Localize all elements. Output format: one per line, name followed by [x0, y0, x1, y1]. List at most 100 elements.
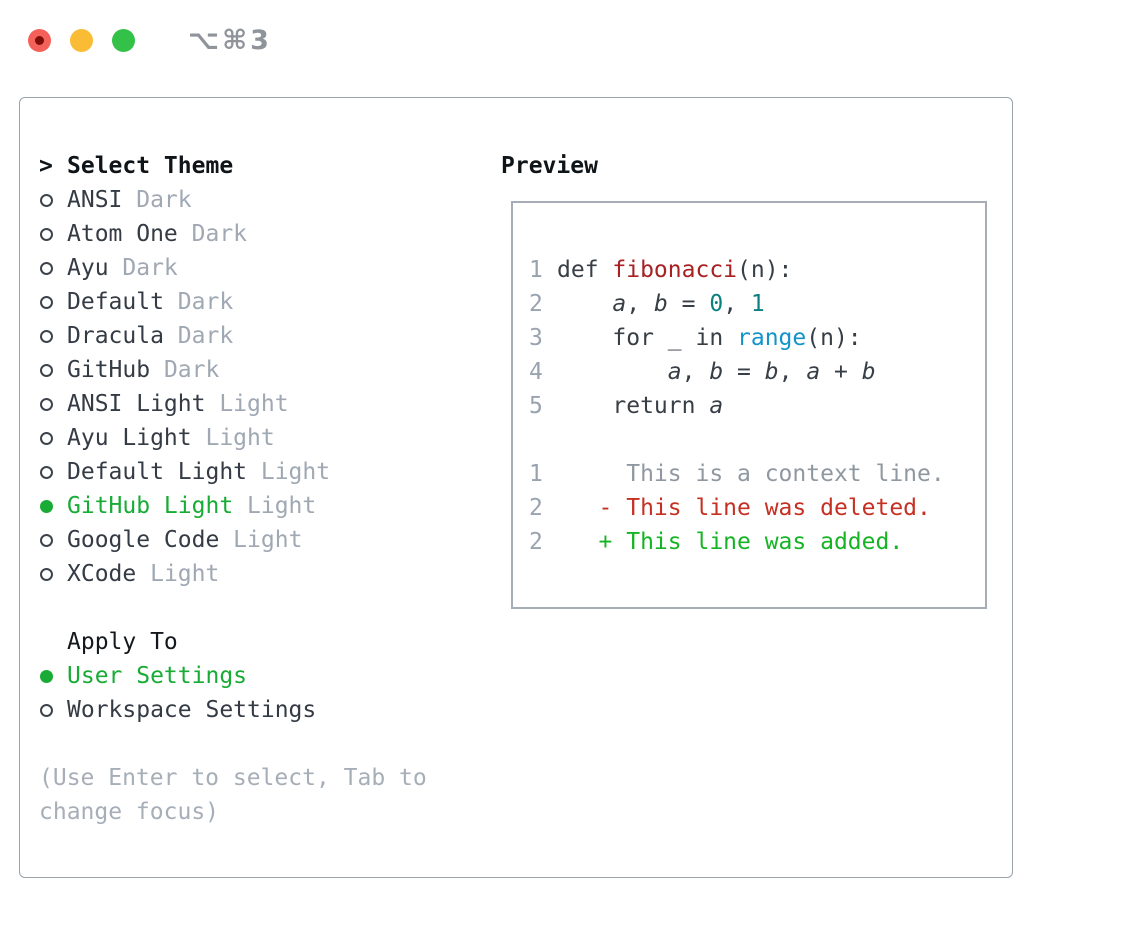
radio-cell [39, 329, 67, 343]
code-token: - This line was deleted. [557, 495, 931, 521]
code-token: = [667, 291, 710, 317]
theme-variant: Dark [122, 187, 192, 213]
radio-cell [39, 669, 67, 683]
code-token: a [667, 359, 682, 385]
code-token: + This line was added. [557, 529, 904, 555]
code-token: a [612, 291, 627, 317]
theme-item[interactable]: ANSI Light Light [39, 387, 474, 421]
radio-unselected-icon [40, 465, 53, 479]
code-token: fibonacci [612, 257, 738, 283]
code-token [557, 291, 612, 317]
code-token: b [764, 359, 779, 385]
radio-cell [39, 261, 67, 275]
theme-variant: Light [191, 425, 275, 451]
keyboard-hint: (Use Enter to select, Tab to change focu… [39, 765, 427, 825]
spacer [39, 591, 474, 625]
theme-variant: Light [136, 561, 220, 587]
code-line [529, 559, 985, 593]
radio-unselected-icon [40, 567, 53, 581]
option-label: User Settings [67, 663, 248, 689]
theme-item[interactable]: Ayu Dark [39, 251, 474, 285]
code-line: 1 This is a context line. [529, 457, 985, 491]
theme-item[interactable]: GitHub Light Light [39, 489, 474, 523]
line-number: 5 [529, 393, 543, 419]
code-token: a [709, 393, 724, 419]
line-number: 4 [529, 359, 543, 385]
code-line: 4 a, b = b, a + b [529, 355, 985, 389]
theme-variant: Light [205, 391, 289, 417]
zoom-button[interactable] [112, 29, 135, 52]
cursor-icon: > [39, 153, 53, 179]
theme-name: XCode [67, 561, 137, 587]
apply-option[interactable]: Workspace Settings [39, 693, 474, 727]
radio-unselected-icon [40, 703, 53, 717]
radio-unselected-icon [40, 227, 53, 241]
minimize-button[interactable] [70, 29, 93, 52]
line-content: This is a context line. [557, 461, 945, 487]
theme-item[interactable]: Google Code Light [39, 523, 474, 557]
line-number: 2 [529, 291, 543, 317]
theme-name: GitHub Light [67, 493, 234, 519]
radio-cell [39, 431, 67, 445]
code-token: return [557, 393, 710, 419]
code-token: (n): [806, 325, 862, 351]
theme-item[interactable]: Default Dark [39, 285, 474, 319]
code-token: + [820, 359, 862, 385]
close-button[interactable] [28, 29, 51, 52]
theme-item[interactable]: GitHub Dark [39, 353, 474, 387]
code-line: 5 return a [529, 389, 985, 423]
theme-variant: Light [233, 493, 317, 519]
radio-unselected-icon [40, 533, 53, 547]
theme-item[interactable]: XCode Light [39, 557, 474, 591]
code-token: b [653, 291, 668, 317]
theme-variant: Dark [163, 289, 234, 315]
titlebar: ⌥⌘3 [28, 25, 272, 56]
code-token: b [861, 359, 876, 385]
radio-cell [39, 397, 67, 411]
theme-variant: Light [219, 527, 303, 553]
code-token: , [778, 359, 807, 385]
code-line [529, 219, 985, 253]
code-token [557, 359, 668, 385]
option-label: Workspace Settings [67, 697, 317, 723]
line-content: for _ in range(n): [557, 325, 862, 351]
theme-variant: Dark [163, 323, 234, 349]
code-line: 1 def fibonacci(n): [529, 253, 985, 287]
apply-option[interactable]: User Settings [39, 659, 474, 693]
theme-item[interactable]: Atom One Dark [39, 217, 474, 251]
radio-cell [39, 363, 67, 377]
line-content: a, b = 0, 1 [557, 291, 764, 317]
line-content: def fibonacci(n): [557, 257, 792, 283]
radio-cell [39, 193, 67, 207]
radio-unselected-icon [40, 261, 53, 275]
theme-name: Google Code [67, 527, 220, 553]
radio-cell [39, 499, 67, 513]
theme-name: Default Light [67, 459, 248, 485]
code-line [529, 423, 985, 457]
code-token: for _ in [557, 325, 738, 351]
line-number: 2 [529, 529, 543, 555]
theme-list-header: > Select Theme [39, 149, 474, 183]
theme-name: Ayu Light [67, 425, 192, 451]
spacer [39, 727, 474, 761]
radio-cell [39, 227, 67, 241]
theme-item[interactable]: ANSI Dark [39, 183, 474, 217]
window-title: ⌥⌘3 [188, 25, 272, 56]
line-content: return a [557, 393, 723, 419]
line-number: 1 [529, 461, 543, 487]
theme-name: Dracula [67, 323, 164, 349]
theme-name: ANSI [67, 187, 123, 213]
radio-cell [39, 295, 67, 309]
line-content: a, b = b, a + b [557, 359, 876, 385]
theme-item[interactable]: Ayu Light Light [39, 421, 474, 455]
theme-item[interactable]: Default Light Light [39, 455, 474, 489]
theme-item[interactable]: Dracula Dark [39, 319, 474, 353]
line-number: 1 [529, 257, 543, 283]
code-token: , [723, 291, 751, 317]
radio-selected-icon [40, 669, 53, 683]
